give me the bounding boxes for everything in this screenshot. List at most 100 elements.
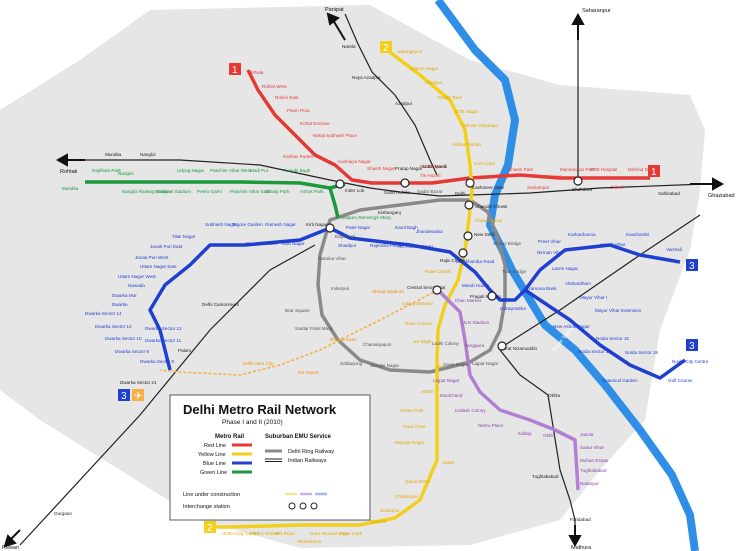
- station-nangloi[interactable]: Nangloi: [118, 171, 134, 176]
- station-janak-puri-west[interactable]: Janak Puri West: [135, 255, 169, 260]
- rail-lajpat-nagar[interactable]: Lajpat Nagar: [472, 361, 499, 366]
- station-laxmi-nagar[interactable]: Laxmi Nagar: [552, 266, 579, 271]
- station-jahangirpuri[interactable]: Jahangirpuri: [397, 49, 422, 54]
- station-dwarka-sector-10[interactable]: Dwarka Sector 10: [105, 336, 142, 341]
- station-dwarka-sector-12[interactable]: Dwarka Sector 12: [95, 324, 132, 329]
- station-hauz-khas[interactable]: Hauz Khas: [403, 424, 426, 429]
- station-kashmere-gate[interactable]: Kashmere Gate: [472, 185, 505, 190]
- rail-narela[interactable]: Narela: [342, 44, 356, 49]
- station-ashok-park[interactable]: Ashok Park: [300, 189, 324, 194]
- station-moolchand[interactable]: Moolchand: [440, 393, 463, 398]
- station-mohan-estate[interactable]: Mohan Estate: [580, 458, 609, 463]
- station-uttam-nagar-east[interactable]: Uttam Nagar East: [140, 264, 177, 269]
- station-jasola[interactable]: Jasola: [580, 432, 594, 437]
- station-aiims[interactable]: AIIMS: [421, 389, 434, 394]
- station-vidhan-sabha[interactable]: Vidhan Sabha: [452, 142, 481, 147]
- station-yamuna-bank[interactable]: Yamuna Bank: [528, 286, 557, 291]
- station-kailash-colony[interactable]: Kailash Colony: [455, 408, 486, 413]
- station-dwarka-sector-14[interactable]: Dwarka Sector 14: [85, 311, 122, 316]
- rail-shivaji-bridge[interactable]: Shivaji Bridge: [493, 241, 522, 246]
- rail-mundka[interactable]: Mundka: [105, 152, 122, 157]
- rail-brar-square[interactable]: Brar Square: [285, 308, 310, 313]
- rail-inderpuri[interactable]: Inderpuri: [331, 286, 349, 291]
- station-okhla[interactable]: Okhla: [543, 433, 555, 438]
- station-shivaji-stadium[interactable]: Shivaji Stadium: [372, 289, 404, 294]
- station-sikanderpur[interactable]: Sikanderpur: [297, 539, 322, 544]
- station-paschim-vihar-west[interactable]: Paschim Vihar West: [210, 168, 252, 173]
- station-karol-bagh[interactable]: Karol Bagh: [395, 225, 418, 230]
- station-kirti-nagar[interactable]: Kirti Nagar: [306, 222, 328, 227]
- station-ghitorni[interactable]: Ghitorni: [370, 519, 386, 524]
- station-akshardham[interactable]: Akshardham: [565, 281, 591, 286]
- station-jhandewalan[interactable]: Jhandewalan: [416, 229, 444, 234]
- station-lajpat-nagar[interactable]: Lajpat Nagar: [433, 378, 460, 383]
- station-jor-bagh[interactable]: Jor Bagh: [413, 339, 432, 344]
- station-noida-sector-15[interactable]: Noida Sector 15: [596, 336, 629, 341]
- station-jln-stadium[interactable]: JLN Stadium: [463, 320, 489, 325]
- interchange-shahdara[interactable]: [573, 176, 583, 186]
- station-uttam-nagar-west[interactable]: Uttam Nagar West: [118, 274, 156, 279]
- station-central-secretariat[interactable]: Central Secretariat: [407, 285, 446, 290]
- rail-lodhi-colony[interactable]: Lodhi Colony: [432, 341, 460, 346]
- rail-tilak-bridge[interactable]: Tilak Bridge: [502, 269, 527, 274]
- station-delhi-aero-city[interactable]: Delhi Aero City: [243, 361, 274, 366]
- rail-dayabasti[interactable]: Dayabasti: [335, 234, 355, 239]
- rail-palam[interactable]: Palam: [178, 348, 191, 353]
- station-noida-city-centre[interactable]: Noida City Centre: [672, 359, 709, 364]
- station-tughlakabad-metro[interactable]: Tughlakabad: [580, 468, 607, 473]
- station-shahdara[interactable]: Shahdara: [572, 187, 592, 192]
- station-rithala[interactable]: Rithala: [249, 70, 264, 75]
- station-azadpur[interactable]: Azadpur: [425, 80, 443, 85]
- rail-sarojini-nagar[interactable]: Sarojini Nagar: [370, 363, 400, 368]
- station-chhatarpur[interactable]: Chhatarpur: [395, 494, 418, 499]
- rail-sahibabad[interactable]: Sahibabad: [658, 191, 680, 196]
- station-arjan-garh[interactable]: Arjan Garh: [340, 531, 363, 536]
- rail-chanakyapuri[interactable]: Chanakyapuri: [363, 342, 391, 347]
- station-adarsh-nagar[interactable]: Adarsh Nagar: [410, 66, 439, 71]
- station-surajmal-stadium[interactable]: Surajmal Stadium: [155, 189, 191, 194]
- rail-safdarjung[interactable]: Safdarjung: [340, 361, 363, 366]
- station-rajiv-chowk[interactable]: Rajiv Chowk: [440, 258, 466, 263]
- station-pragati-maidan[interactable]: Pragati Maidan: [470, 294, 501, 299]
- station-mansarovar-park[interactable]: Mansarovar Park: [560, 167, 596, 172]
- station-badarpur[interactable]: Badarpur: [580, 481, 599, 486]
- station-indraprastha[interactable]: Indraprastha: [500, 306, 526, 311]
- station-anand-vihar[interactable]: Anand Vihar: [600, 242, 626, 247]
- station-vaishali[interactable]: Vaishali: [666, 247, 682, 252]
- station-vishwa-vidyalaya[interactable]: Vishwa Vidyalaya: [462, 123, 498, 128]
- rail-tughlakabad[interactable]: Tughlakabad: [532, 474, 559, 479]
- station-new-ashok-nagar[interactable]: New Ashok Nagar: [553, 324, 590, 329]
- station-barakhamba-road[interactable]: Barakhamba Road: [456, 259, 495, 264]
- station-seelampur[interactable]: Seelampur: [527, 185, 550, 190]
- station-malviya-nagar[interactable]: Malviya Nagar: [395, 440, 425, 445]
- station-ramesh-nagar[interactable]: Ramesh Nagar: [265, 222, 296, 227]
- station-noida-sector-18[interactable]: Noida Sector 18: [625, 350, 658, 355]
- station-kaushambi[interactable]: Kaushambi: [626, 232, 649, 237]
- station-preet-vihar[interactable]: Preet Vihar: [538, 239, 561, 244]
- station-igi-airport[interactable]: IGI Airport: [298, 370, 319, 375]
- station-rajdhani-park[interactable]: Rajdhani Park: [92, 168, 122, 173]
- station-qutub-minar[interactable]: Qutub Minar: [405, 479, 431, 484]
- station-kalkaji[interactable]: Kalkaji: [518, 431, 532, 436]
- station-gtb-hospital[interactable]: GTB Hospital: [590, 167, 617, 172]
- station-shastri-park[interactable]: Shastri Park: [508, 167, 534, 172]
- rail-nangloi[interactable]: Nangloi: [140, 152, 156, 157]
- station-pratap-nagar[interactable]: Pratap Nagar: [395, 166, 423, 171]
- station-welcome[interactable]: Welcome: [543, 174, 563, 179]
- station-iffco-chowk[interactable]: IFFCO Chowk: [250, 531, 280, 536]
- station-dhaula-kuan[interactable]: Dhaula Kuan: [330, 337, 357, 342]
- interchange-chandni-chowk[interactable]: [464, 200, 474, 210]
- station-moti-nagar[interactable]: Moti Nagar: [282, 241, 305, 246]
- rail-sardar-patel-marg[interactable]: Sardar Patel Marg: [295, 326, 333, 331]
- station-dilshad-garden[interactable]: Dilshad Garden: [628, 167, 660, 172]
- interchange-central-secretariat[interactable]: [432, 285, 442, 295]
- station-gtb-nagar[interactable]: GTB Nagar: [455, 109, 479, 114]
- rail-sewa-nagar[interactable]: Sewa Nagar: [443, 362, 469, 367]
- station-botanical-garden[interactable]: Botanical Garden: [602, 378, 638, 383]
- rail-okhla[interactable]: Okhla: [548, 393, 560, 398]
- station-chawri-bazar[interactable]: Chawri Bazar: [475, 218, 503, 223]
- rail-hazrat-nizamuddin[interactable]: Hazrat Nizamuddin: [498, 346, 538, 351]
- station-dwarka-mor[interactable]: Dwarka Mor: [112, 293, 137, 298]
- interchange-rajiv-chowk[interactable]: [458, 248, 468, 258]
- station-huda-city-centre[interactable]: HUDA City Centre: [222, 531, 259, 536]
